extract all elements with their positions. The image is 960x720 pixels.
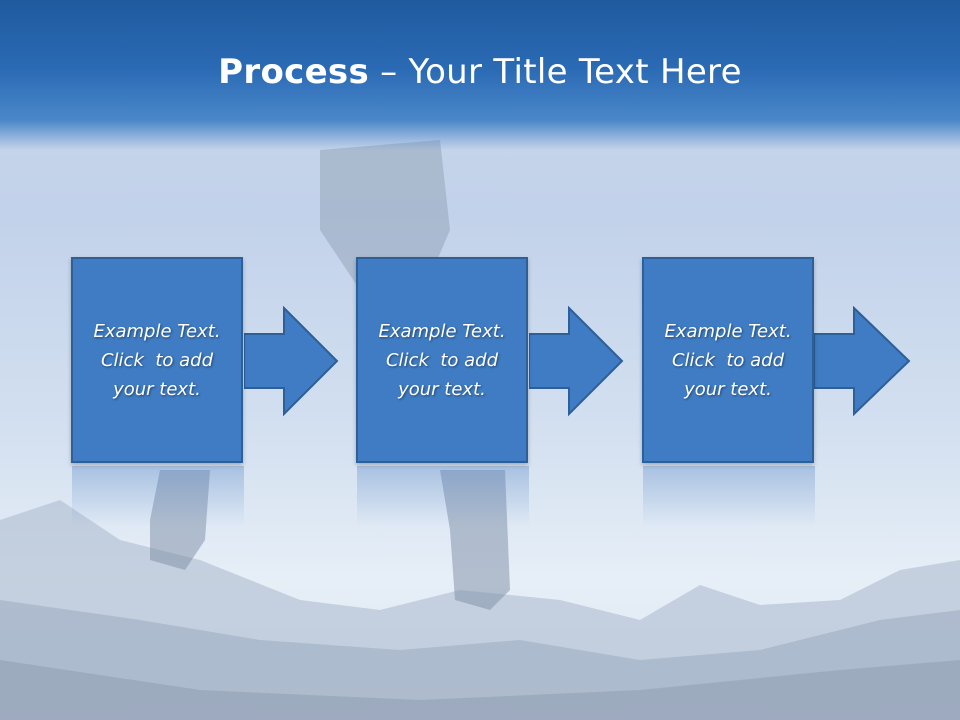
step-2-arrow-icon (529, 306, 624, 417)
step-1-arrow-icon (244, 306, 339, 417)
step-2-line-3: your text. (398, 378, 486, 400)
step-2-reflection (357, 466, 529, 526)
step-2-line-2: Click to add (385, 349, 498, 371)
step-3-line-1: Example Text. (664, 320, 792, 342)
step-1-line-3: your text. (113, 378, 201, 400)
step-2-box[interactable]: Example Text. Click to add your text. (356, 257, 528, 463)
step-3-reflection (643, 466, 815, 526)
title-bold: Process (218, 52, 370, 92)
step-1-text: Example Text. Click to add your text. (73, 259, 241, 461)
title-rest: – Your Title Text Here (369, 52, 742, 92)
step-3-arrow-icon (814, 306, 911, 417)
step-3-text: Example Text. Click to add your text. (644, 259, 812, 461)
slide-title[interactable]: Process – Your Title Text Here (0, 52, 960, 92)
step-3-line-3: your text. (684, 378, 772, 400)
title-bar (0, 0, 960, 150)
step-2-text: Example Text. Click to add your text. (358, 259, 526, 461)
step-2-line-1: Example Text. (378, 320, 506, 342)
step-1-line-1: Example Text. (93, 320, 221, 342)
step-3-line-2: Click to add (671, 349, 784, 371)
step-3-box[interactable]: Example Text. Click to add your text. (642, 257, 814, 463)
step-1-line-2: Click to add (100, 349, 213, 371)
step-1-reflection (72, 466, 244, 526)
step-1-box[interactable]: Example Text. Click to add your text. (71, 257, 243, 463)
